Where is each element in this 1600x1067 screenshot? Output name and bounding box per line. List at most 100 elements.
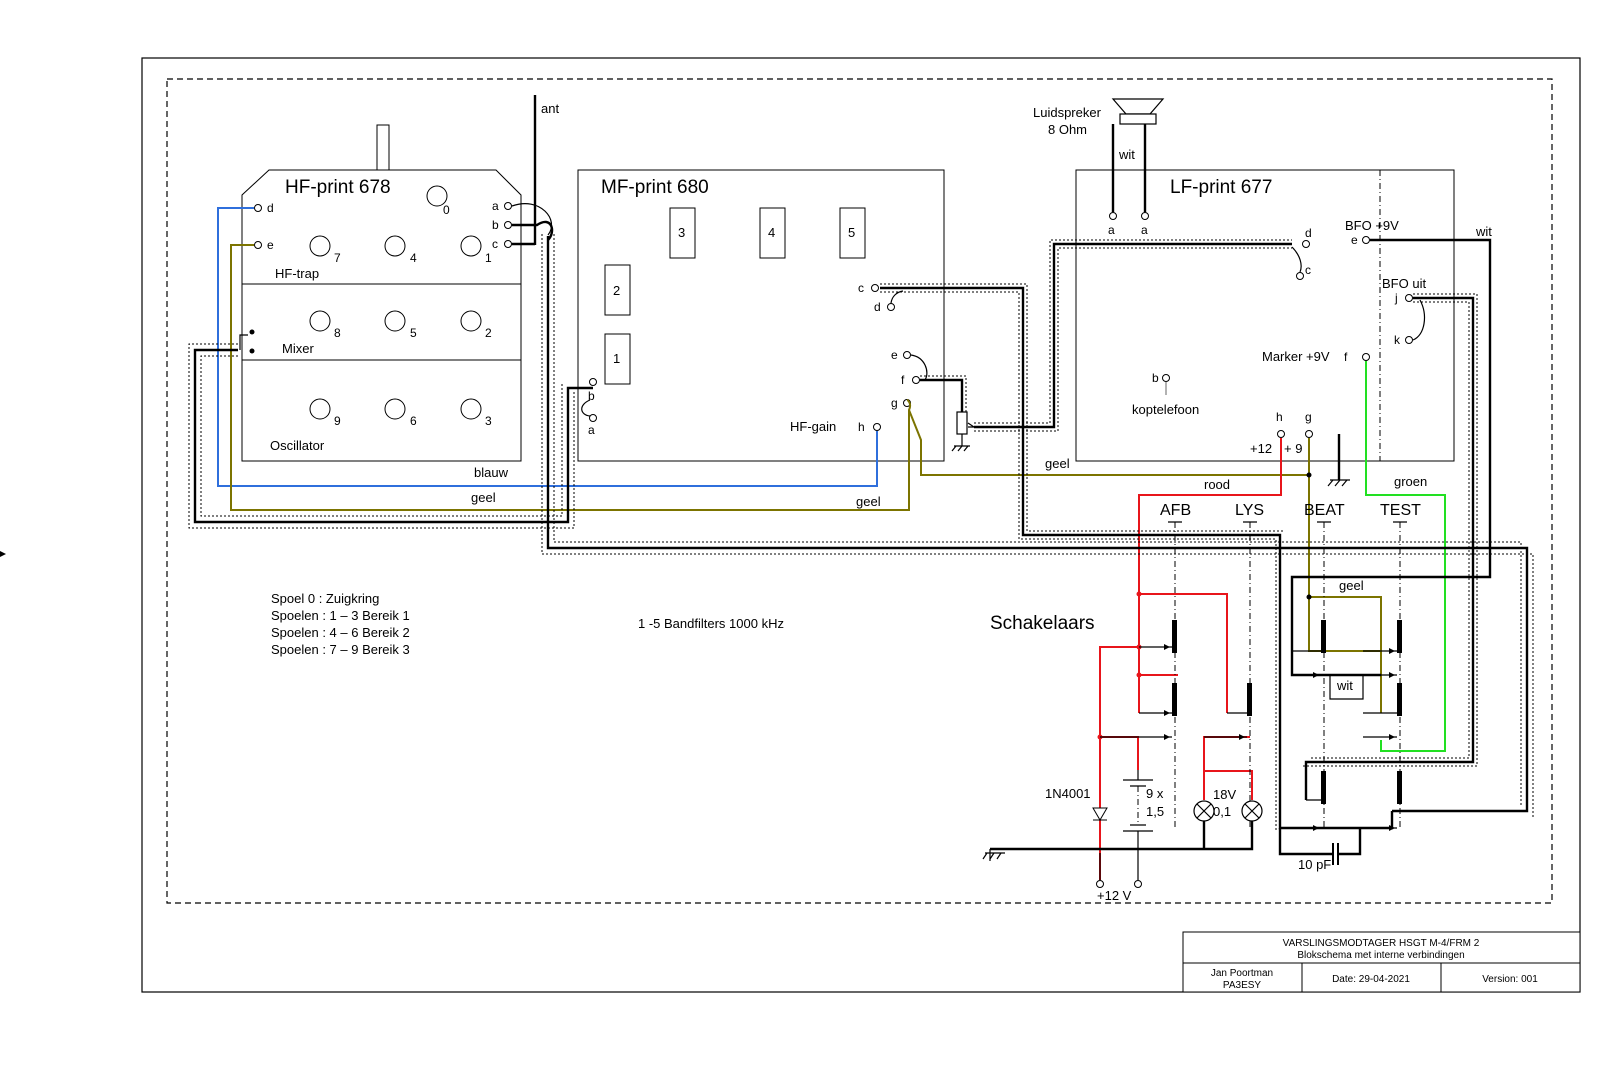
speaker: Luidspreker 8 Ohm wit	[1033, 98, 1165, 212]
lf-pin-b	[1162, 374, 1170, 382]
filter-2-label: 2	[613, 283, 620, 298]
supply-pin-plus	[1096, 880, 1104, 888]
lf-pin-a1	[1109, 212, 1117, 220]
coil-4-label: 4	[410, 251, 417, 265]
hf-pin-d-label: d	[267, 201, 274, 215]
mf-pin-c-label: c	[858, 281, 864, 295]
lf-pin-e-label: e	[1351, 233, 1358, 247]
wire-olive-mf-label: geel	[856, 494, 881, 509]
coil-5-label: 5	[410, 326, 417, 340]
lf-cd-link	[1291, 246, 1302, 273]
wire-wit-bfo-label: wit	[1475, 224, 1492, 239]
hf-antenna-link	[512, 220, 554, 246]
lf-pin-a2-label: a	[1141, 223, 1148, 237]
mf-pin-f-label: f	[901, 373, 905, 387]
supply-12-label: +12	[1250, 441, 1272, 456]
junction-red-3	[1136, 672, 1142, 678]
speaker-label-2: 8 Ohm	[1048, 122, 1087, 137]
coil-2	[460, 310, 482, 332]
ground-icon	[982, 849, 1005, 861]
filter-3-label: 3	[678, 225, 685, 240]
mf-pin-f	[912, 376, 920, 384]
wire-red-main	[1138, 438, 1282, 713]
test-blade-3	[1397, 771, 1402, 804]
lf-pin-k-label: k	[1394, 333, 1401, 347]
note-1: Spoelen : 1 – 3 Bereik 1	[271, 608, 410, 623]
hf-section-oscillator: Oscillator	[270, 438, 325, 453]
lf-pin-j	[1405, 294, 1413, 302]
title-block-frame	[1182, 931, 1581, 993]
speaker-wire-label: wit	[1118, 147, 1135, 162]
coil-0	[426, 185, 448, 207]
ground-bus	[990, 821, 1254, 851]
coil-8-label: 8	[334, 326, 341, 340]
mf-pin-e-label: e	[891, 348, 898, 362]
inner-dashed-frame	[166, 78, 1553, 904]
test-blade-2	[1397, 683, 1402, 716]
headphone-label: koptelefoon	[1132, 402, 1199, 417]
diode-icon	[1092, 807, 1108, 821]
coil-6	[384, 398, 406, 420]
mf-pin-c	[871, 284, 879, 292]
filter-4-label: 4	[768, 225, 775, 240]
mf-pin-h	[873, 423, 881, 431]
supply-9-label: + 9	[1284, 441, 1302, 456]
hf-pin-a	[504, 202, 512, 210]
wire-olive-lf	[908, 409, 1310, 476]
filter-3	[669, 207, 696, 259]
wire-blue	[217, 207, 878, 487]
lf-pin-f	[1362, 353, 1370, 361]
mixer-dot-2	[249, 348, 255, 354]
pot-ground-icon	[951, 434, 970, 452]
title-block-author-1: Jan Poortman	[1211, 968, 1273, 979]
mixer-dot-1	[249, 329, 255, 335]
mf-pin-h-label: h	[858, 420, 865, 434]
bfo-9v-label: BFO +9V	[1345, 218, 1399, 233]
afb-blade-2	[1172, 683, 1177, 716]
coil-0-label: 0	[443, 203, 450, 217]
mf-pin-b-label: b	[588, 389, 595, 403]
switch-lys-label: LYS	[1235, 502, 1264, 519]
beat-blade-1	[1321, 620, 1326, 653]
junction-red-1	[1136, 591, 1142, 597]
hf-pin-b	[504, 221, 512, 229]
hf-pin-a-label: a	[492, 199, 499, 213]
hf-pin-d	[254, 204, 262, 212]
battery-label-1: 9 x	[1146, 786, 1164, 801]
lf-pin-c-label: c	[1305, 263, 1311, 277]
junction-olive	[1306, 472, 1312, 478]
lf-ground-icon	[1327, 479, 1350, 487]
filter-4	[759, 207, 786, 259]
beat-blade-2	[1321, 771, 1326, 804]
coil-9-label: 9	[334, 414, 341, 428]
wire-olive-beat-label: geel	[1339, 578, 1364, 593]
filter-5-label: 5	[848, 225, 855, 240]
note-0: Spoel 0 : Zuigkring	[271, 591, 379, 606]
mf-ef-link	[910, 354, 928, 381]
title-block-subtitle: Blokschema met interne verbindingen	[1297, 950, 1464, 961]
lf-pin-a2	[1141, 212, 1149, 220]
lf-pin-d-label: d	[1305, 226, 1312, 240]
title-block: VARSLINGSMODTAGER HSGT M-4/FRM 2 Bloksch…	[1182, 931, 1581, 993]
switch-test-label: TEST	[1380, 502, 1421, 519]
wire-olive-hf-label: geel	[471, 490, 496, 505]
cable-lf-d-core	[974, 242, 1292, 429]
mf-pin-a	[589, 414, 597, 422]
lamp-1-cross	[1196, 803, 1212, 819]
lys-blade-1	[1247, 683, 1252, 716]
cable-bfo-core	[1304, 296, 1475, 800]
coil-1	[460, 235, 482, 257]
junction-olive-2	[1306, 594, 1312, 600]
hf-pin-e-label: e	[267, 238, 274, 252]
lamp-2-cross	[1244, 803, 1260, 819]
filter-1-label: 1	[613, 351, 620, 366]
wire-red-label: rood	[1204, 477, 1230, 492]
hf-pin-c	[504, 240, 512, 248]
switch-afb-label: AFB	[1160, 502, 1191, 519]
coil-9	[309, 398, 331, 420]
filter-2	[604, 264, 631, 316]
speaker-icon	[1111, 98, 1165, 115]
wire-blue-label: blauw	[474, 465, 509, 480]
hf-title: HF-print 678	[285, 177, 391, 198]
